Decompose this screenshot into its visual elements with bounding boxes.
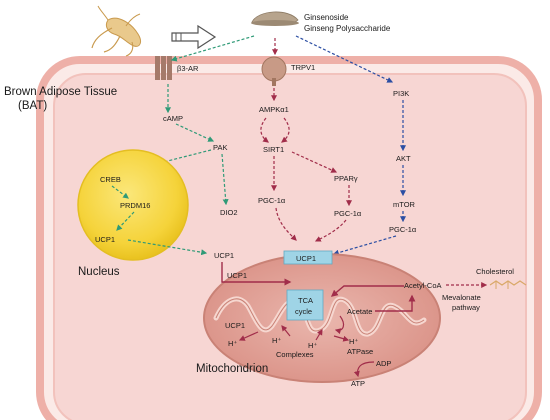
pak-label: PAK — [213, 143, 227, 152]
akt-label: AKT — [396, 154, 411, 163]
cholesterol-molecule-icon — [489, 280, 527, 289]
pgc1a-blue-label: PGC-1α — [389, 225, 417, 234]
tca-label-2: cycle — [295, 307, 312, 316]
arrow-creb-to-prdm16 — [111, 185, 129, 199]
ucp1-membrane-label: UCP1 — [296, 254, 316, 263]
camp-label: cAMP — [163, 114, 183, 123]
compound-label-2: Ginseng Polysaccharide — [304, 24, 391, 33]
cholesterol-label: Cholesterol — [476, 267, 514, 276]
tca-label-1: TCA — [298, 296, 313, 305]
compound-label-1: Ginsenoside — [304, 13, 349, 22]
creb-label: CREB — [100, 175, 121, 184]
h-mid2-label: H⁺ — [308, 341, 317, 350]
arrow-acetylcoa-to-tca — [330, 285, 404, 297]
nucleus-ucp1-label: UCP1 — [95, 235, 115, 244]
arrow-ampk-to-sirt1-b — [281, 117, 290, 143]
ampk-label: AMPKα1 — [259, 105, 289, 114]
arrow-ucp1-into-mito — [221, 262, 292, 286]
dio2-label: DIO2 — [220, 208, 238, 217]
b3ar-receptor-icon — [155, 56, 172, 80]
b3ar-label: β3-AR — [177, 64, 199, 73]
arrow-hplus-to-ucp1 — [238, 331, 259, 341]
arrow-sirt1-to-ppary — [291, 151, 338, 173]
ucp1-out-label: UCP1 — [214, 251, 234, 260]
acetate-label: Acetate — [347, 307, 372, 316]
arrow-pgc1a-to-ucp1-membrane — [332, 235, 397, 256]
arrow-adp-to-atp — [353, 361, 375, 378]
nucleus-label: Nucleus — [78, 266, 120, 278]
mitochondrion-label: Mitochondrion — [196, 363, 268, 375]
powder-pile-icon — [251, 11, 299, 26]
pgc1a-right-label: PGC-1α — [334, 209, 362, 218]
arrow-tca-loop — [334, 315, 345, 335]
ucp1-inner-label: UCP1 — [227, 271, 247, 280]
nucleus — [77, 149, 189, 261]
trpv1-receptor-icon — [261, 56, 287, 86]
arrow-ampk-to-sirt1-a — [260, 117, 269, 143]
trpv1-label: TRPV1 — [291, 63, 315, 72]
tca-cycle-box — [286, 289, 324, 321]
arrow-compound-to-b3ar — [170, 35, 255, 62]
pi3k-label: PI3K — [393, 89, 409, 98]
sirt1-label: SIRT1 — [263, 145, 284, 154]
prdm16-label: PRDM16 — [120, 201, 150, 210]
atpase-label: ATPase — [347, 347, 373, 356]
h-mid1-label: H⁺ — [272, 336, 281, 345]
arrow-acetate-to-acetylcoa — [375, 294, 416, 312]
ppary-label: PPARγ — [334, 174, 358, 183]
acetyl-coa-label: Acetyl-CoA — [404, 281, 442, 290]
arrow-complex-h-mid2 — [315, 328, 323, 341]
arrow-complex-h-mid1 — [281, 325, 291, 337]
atp-label: ATP — [351, 379, 365, 388]
tissue-label-2: (BAT) — [18, 100, 47, 112]
arrow-pak-to-dio2 — [221, 153, 229, 206]
h-right-label: H⁺ — [349, 337, 358, 346]
mevalonate-label-2: pathway — [452, 303, 480, 312]
arrow-pgc1a-left-to-ucp1 — [275, 207, 297, 241]
mevalonate-label-1: Mevalonate — [442, 293, 481, 302]
tissue-label-1: Brown Adipose Tissue — [4, 86, 117, 98]
adp-label: ADP — [376, 359, 391, 368]
h-left-label: H⁺ — [228, 339, 237, 348]
arrow-compound-to-pi3k — [295, 35, 394, 83]
ucp1-bottom-label: UCP1 — [225, 321, 245, 330]
ucp1-membrane-box — [283, 250, 333, 265]
arrow-hplus-to-atpase — [333, 335, 350, 342]
complexes-label: Complexes — [276, 350, 314, 359]
arrow-camp-to-pak — [175, 123, 215, 142]
arrow-nucleus-ucp1-out — [127, 239, 208, 256]
arrow-prdm16-to-ucp1 — [116, 211, 135, 231]
ginseng-root-icon — [91, 5, 142, 57]
mtor-label: mTOR — [393, 200, 416, 209]
hollow-arrow-icon — [171, 24, 217, 50]
pgc1a-left-label: PGC-1α — [258, 196, 286, 205]
